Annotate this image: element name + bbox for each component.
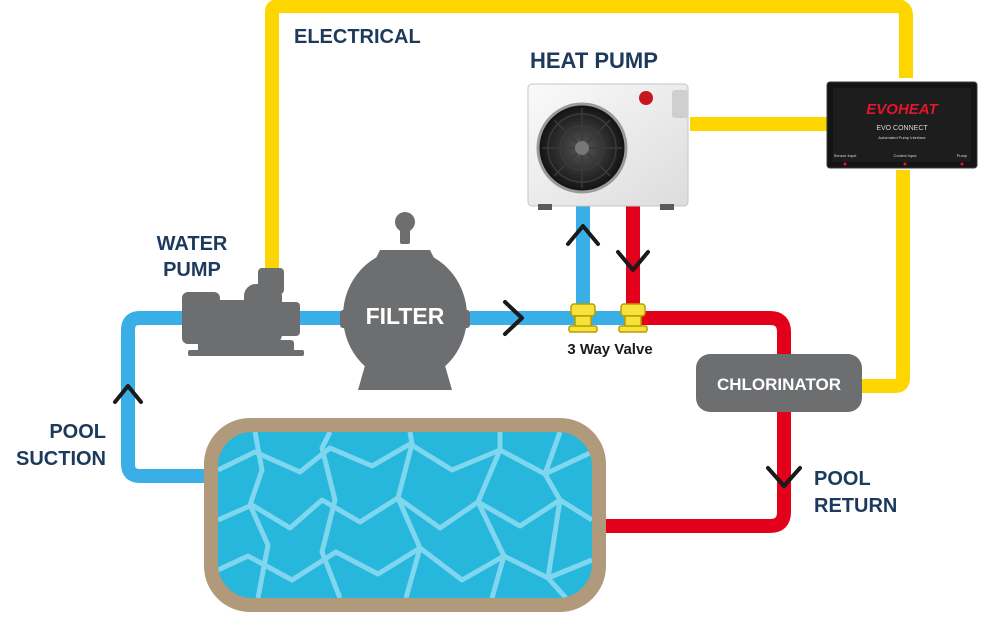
filter-label: FILTER <box>366 303 445 329</box>
controller-model: EVO CONNECT <box>876 125 928 132</box>
controller-port-pump: Pump <box>957 153 968 158</box>
red-pipes <box>590 206 791 533</box>
heat-pump <box>527 83 689 210</box>
controller-tagline: Automated Pump Interface <box>878 135 926 140</box>
return-flow-arrow <box>766 466 802 488</box>
valve-outlet-icon <box>618 303 648 333</box>
electrical-wire-chlorinator <box>862 170 910 393</box>
pool-suction-label-line1: POOL <box>49 421 106 443</box>
pool <box>204 418 606 612</box>
suction-flow-arrow <box>113 384 143 404</box>
port-sensor-icon <box>843 162 847 166</box>
electrical-wiring <box>265 0 913 393</box>
pool-return-label-line2: RETURN <box>814 495 897 517</box>
pool-return-label-line1: POOL <box>814 468 871 490</box>
flow-arrows <box>113 224 802 488</box>
electrical-wire-main <box>265 0 913 275</box>
return-pipe <box>640 311 791 356</box>
return-to-pool-pipe <box>590 410 791 533</box>
port-pump-icon <box>960 162 964 166</box>
suction-pipe <box>121 311 222 483</box>
heatpump-inlet-arrow <box>566 224 600 246</box>
controller-port-sensor: Sensor Input <box>834 153 858 158</box>
heat-pump-label: HEAT PUMP <box>530 48 658 73</box>
evo-connect-controller: EVOHEAT EVO CONNECT Automated Pump Inter… <box>826 81 978 169</box>
pool-suction-label-line2: SUCTION <box>16 448 106 470</box>
water-pump-label-line1: WATER <box>157 233 228 255</box>
filter <box>340 212 470 390</box>
water-pump-label-line2: PUMP <box>163 259 221 281</box>
controller-brand: EVOHEAT <box>866 101 939 118</box>
three-way-valves <box>568 303 648 333</box>
heatpump-outlet-arrow <box>616 250 650 272</box>
electrical-label: ELECTRICAL <box>294 26 421 48</box>
blue-pipes <box>121 206 640 483</box>
water-pump <box>182 268 304 356</box>
valve-inlet-icon <box>568 303 598 333</box>
filter-flow-arrow <box>503 300 524 336</box>
heat-pump-logo-icon <box>639 91 653 105</box>
port-control-icon <box>903 162 907 166</box>
valve-label: 3 Way Valve <box>567 341 652 358</box>
chlorinator-label: CHLORINATOR <box>717 375 841 394</box>
controller-port-control: Control Input <box>894 153 918 158</box>
chlorinator <box>696 354 862 412</box>
